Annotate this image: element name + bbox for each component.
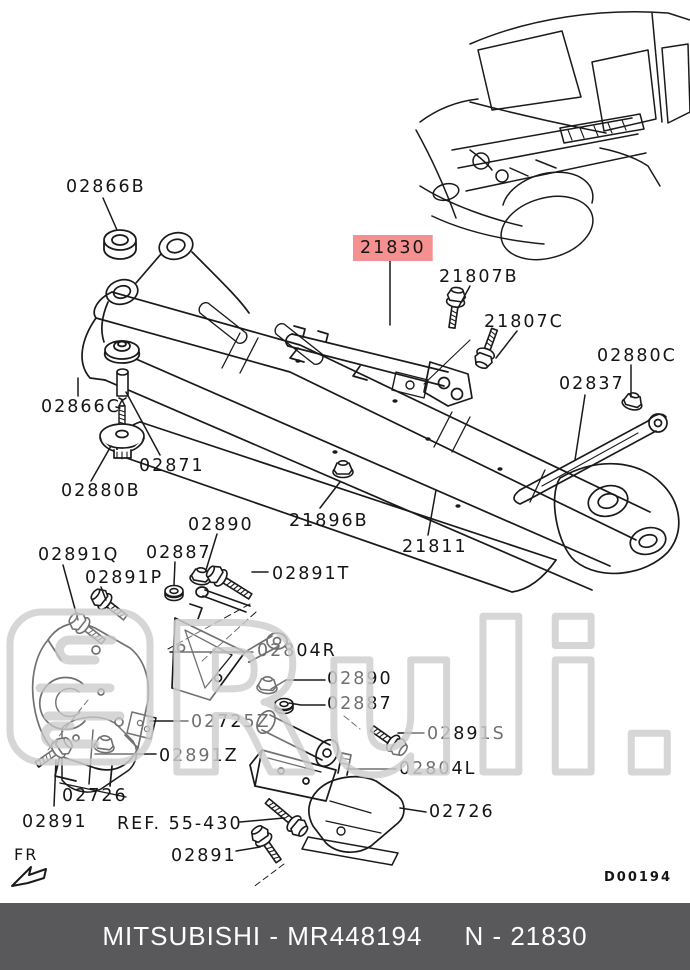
pin-02866C (116, 368, 129, 401)
watermark-text: Ruli.ru (158, 583, 690, 821)
part-label-02866B: 02866B (66, 177, 146, 197)
part-label-FR: FR (14, 845, 38, 864)
part-label-02871: 02871 (139, 456, 205, 476)
watermark-logo-icon (6, 608, 154, 766)
part-label-02887: 02887 (146, 543, 212, 563)
part-label-02891P: 02891P (85, 568, 163, 588)
part-label-02880C: 02880C (597, 346, 677, 366)
part-label-21830: 21830 (360, 238, 426, 258)
bolt-02891-bottom (247, 821, 287, 867)
part-label-02891Z: 02891Z (159, 746, 239, 766)
flanged-washer-02880B (99, 423, 145, 460)
highlight-box-21830 (353, 235, 433, 261)
bracket-21830-drawing (285, 325, 473, 407)
part-label-02880B: 02880B (61, 481, 141, 501)
hardware-items (99, 229, 145, 460)
crossmember-drawing (81, 231, 680, 593)
part-label-02804R: 02804R (257, 641, 337, 661)
part-label-REF-55-430: REF. 55-430 (117, 814, 243, 834)
part-label-02725Z: 02725Z (191, 712, 271, 732)
part-label-02891: 02891 (22, 812, 88, 832)
part-label-02890: 02890 (188, 515, 254, 535)
part-label-02891: 02891 (171, 846, 237, 866)
bolt-21807B (442, 285, 468, 330)
part-label-02891Q: 02891Q (38, 545, 119, 565)
watermark: Ruli.ru (6, 580, 690, 825)
part-label-21811: 21811 (402, 537, 468, 557)
part-label-02726: 02726 (62, 786, 128, 806)
part-label-02891S: 02891S (427, 724, 506, 744)
footer-number: N - 21830 (464, 921, 588, 951)
grommet-02866B (103, 229, 137, 260)
part-label-21807C: 21807C (484, 312, 564, 332)
center-bracket-drawing (126, 586, 288, 740)
part-label-21807B: 21807B (439, 267, 519, 287)
part-label-D00194: D00194 (604, 870, 672, 885)
part-label-02891T: 02891T (272, 564, 350, 584)
nut-21896B (332, 459, 354, 479)
part-label-02887: 02887 (327, 694, 393, 714)
footer-bar: MITSUBISHI - MR448194 N - 21830 (0, 903, 690, 970)
parts-diagram: 02866B 21830 21807B 21807C 02880C 02837 02866C… (6, 11, 690, 889)
part-labels: 02866B 21830 21807B 21807C 02880C 02837 02866C… (14, 177, 677, 885)
bolt-21807C (471, 325, 504, 372)
cushion-02871 (103, 340, 141, 364)
part-label-02804L: 02804L (399, 759, 476, 779)
part-label-02726: 02726 (429, 802, 495, 822)
footer-brand-part: MITSUBISHI - MR448194 (102, 921, 423, 951)
support-strap-drawing (513, 413, 668, 505)
fr-direction-arrow-icon (11, 866, 47, 887)
part-label-21896B: 21896B (289, 511, 369, 531)
part-label-02890: 02890 (327, 669, 393, 689)
part-label-02837: 02837 (559, 374, 625, 394)
vehicle-location-sketch (415, 11, 690, 261)
part-label-02866C: 02866C (41, 397, 121, 417)
lower-mount-drawing (249, 709, 405, 866)
